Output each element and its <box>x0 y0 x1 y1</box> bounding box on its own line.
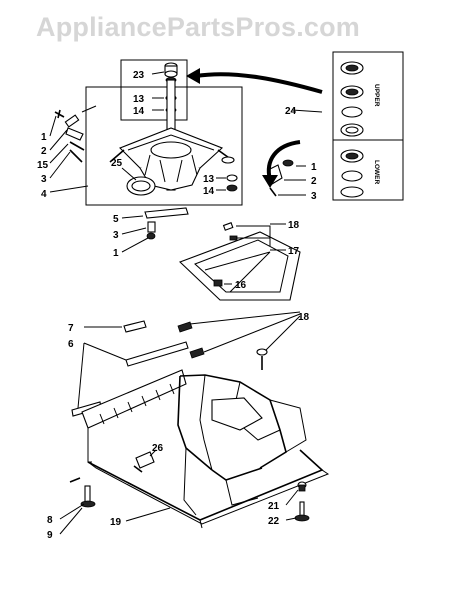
leveling-leg-8-9 <box>69 477 96 508</box>
callout-4: 4 <box>41 189 47 200</box>
leader-lines <box>49 71 323 535</box>
callout-3-mid: 3 <box>113 230 119 241</box>
callout-18-upper: 18 <box>288 220 300 231</box>
callout-3-right: 3 <box>311 191 317 202</box>
callout-1-mid: 1 <box>113 248 119 259</box>
callout-26: 26 <box>152 443 164 454</box>
bracket-5-group <box>144 207 189 240</box>
kit-arrows <box>186 68 323 188</box>
watermark: AppliancePartsPros.com <box>36 12 361 42</box>
seal-13-14-lower <box>226 174 238 192</box>
callout-21: 21 <box>268 501 280 512</box>
callout-24: 24 <box>285 106 297 117</box>
callout-18-lower: 18 <box>298 312 310 323</box>
callout-8: 8 <box>47 515 53 526</box>
callout-2-left: 2 <box>41 146 47 157</box>
left-bolt-group <box>54 105 97 163</box>
callout-14-lower: 14 <box>203 186 215 197</box>
callout-14-upper: 14 <box>133 106 145 117</box>
callout-25: 25 <box>111 158 123 169</box>
callout-17: 17 <box>288 246 300 257</box>
callout-15: 15 <box>37 160 49 171</box>
callout-1-right: 1 <box>311 162 317 173</box>
callout-16: 16 <box>235 280 247 291</box>
kit-upper-label: UPPER <box>373 84 380 107</box>
callout-7: 7 <box>68 323 74 334</box>
clip-7 <box>123 320 147 333</box>
callout-3-left: 3 <box>41 174 47 185</box>
callout-numbers: 23 13 14 1 2 15 3 4 25 24 1 2 3 13 14 5 … <box>37 70 317 541</box>
base-frame-19 <box>81 369 330 529</box>
callout-9: 9 <box>47 530 53 541</box>
transmission-inset-box <box>85 59 243 206</box>
clips-18-group <box>177 311 301 370</box>
seal-kit-box: UPPER LOWER <box>332 51 404 201</box>
clip-26 <box>133 451 155 473</box>
foot-21-22 <box>294 481 310 522</box>
ring-25 <box>126 176 156 196</box>
callout-2-right: 2 <box>311 176 317 187</box>
callout-23: 23 <box>133 70 145 81</box>
kit-lower-label: LOWER <box>373 160 380 184</box>
callout-13-lower: 13 <box>203 174 215 185</box>
top-frame-17 <box>178 222 301 301</box>
callout-13-upper: 13 <box>133 94 145 105</box>
callout-6: 6 <box>68 339 74 350</box>
callout-1-left: 1 <box>41 132 47 143</box>
callout-19: 19 <box>110 517 122 528</box>
callout-5: 5 <box>113 214 119 225</box>
callout-22: 22 <box>268 516 280 527</box>
rail-6-upper <box>125 341 189 367</box>
